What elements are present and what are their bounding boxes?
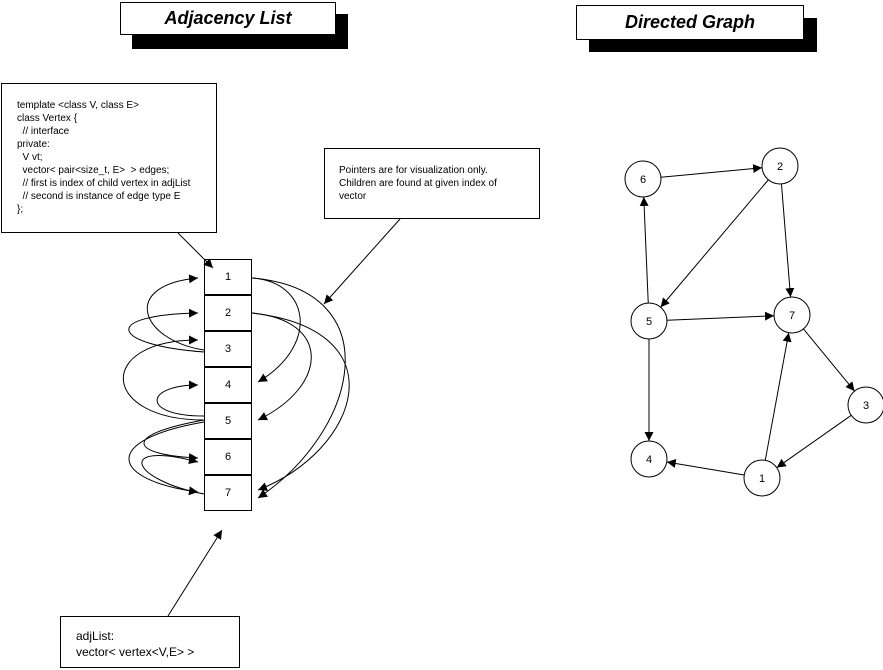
adjacency-cell-5: 5 xyxy=(204,403,252,439)
code-line: // first is index of child vertex in adj… xyxy=(17,178,191,189)
graph-node-label-5: 5 xyxy=(646,316,652,328)
graph-node-label-4: 4 xyxy=(646,454,652,466)
adjlist-label: adjList: xyxy=(76,629,115,643)
directed-graph-title: Directed Graph xyxy=(576,5,804,40)
code-line: }; xyxy=(17,204,24,215)
code-line: // second is instance of edge type E xyxy=(17,191,181,202)
graph-node-7 xyxy=(773,296,811,334)
graph-edge-6-2 xyxy=(660,164,763,178)
adjacency-cell-6: 6 xyxy=(204,439,252,475)
adjacency-cell-3: 3 xyxy=(204,331,252,367)
pointer-note-text: Pointers are for visualization only. Chi… xyxy=(339,165,497,202)
code-line: class Vertex { xyxy=(17,113,78,124)
adjacency-cell-4: 4 xyxy=(204,367,252,403)
graph-edge-1-4 xyxy=(666,459,745,476)
graph-node-3 xyxy=(847,386,883,424)
code-line: V vt; xyxy=(17,152,43,163)
pointer-visualization-note: Pointers are for visualization only. Chi… xyxy=(324,148,540,219)
graph-edge-7-3 xyxy=(803,328,855,392)
graph-node-label-2: 2 xyxy=(777,161,783,173)
graph-node-4 xyxy=(630,440,668,478)
adjlist-note: adjList: vector< vertex<V,E> > xyxy=(60,616,240,668)
graph-node-6 xyxy=(624,160,662,198)
code-line: vector< pair<size_t, E> > edges; xyxy=(17,165,170,176)
adjlist-type: vector< vertex<V,E> > xyxy=(76,645,195,659)
graph-edge-1-7 xyxy=(764,332,792,461)
adjacency-cell-7: 7 xyxy=(204,475,252,511)
adjacency-cell-2: 2 xyxy=(204,295,252,331)
code-line: // interface xyxy=(17,126,70,137)
graph-edge-3-1 xyxy=(776,414,852,469)
graph-node-label-7: 7 xyxy=(789,310,795,322)
graph-node-label-1: 1 xyxy=(759,473,765,485)
code-line: template <class V, class E> xyxy=(17,100,139,111)
graph-edge-2-5 xyxy=(660,179,769,308)
graph-node-1 xyxy=(743,459,781,497)
graph-node-2 xyxy=(761,147,799,185)
adjacency-list-title: Adjacency List xyxy=(120,2,336,35)
graph-node-label-6: 6 xyxy=(640,174,646,186)
graph-edge-2-7 xyxy=(780,183,795,298)
graph-edge-5-6 xyxy=(639,196,649,304)
code-line: private: xyxy=(17,139,50,150)
graph-node-5 xyxy=(630,302,668,340)
vertex-class-note: template <class V, class E> class Vertex… xyxy=(1,83,217,233)
graph-node-label-3: 3 xyxy=(863,400,869,412)
graph-edge-5-7 xyxy=(666,311,775,321)
